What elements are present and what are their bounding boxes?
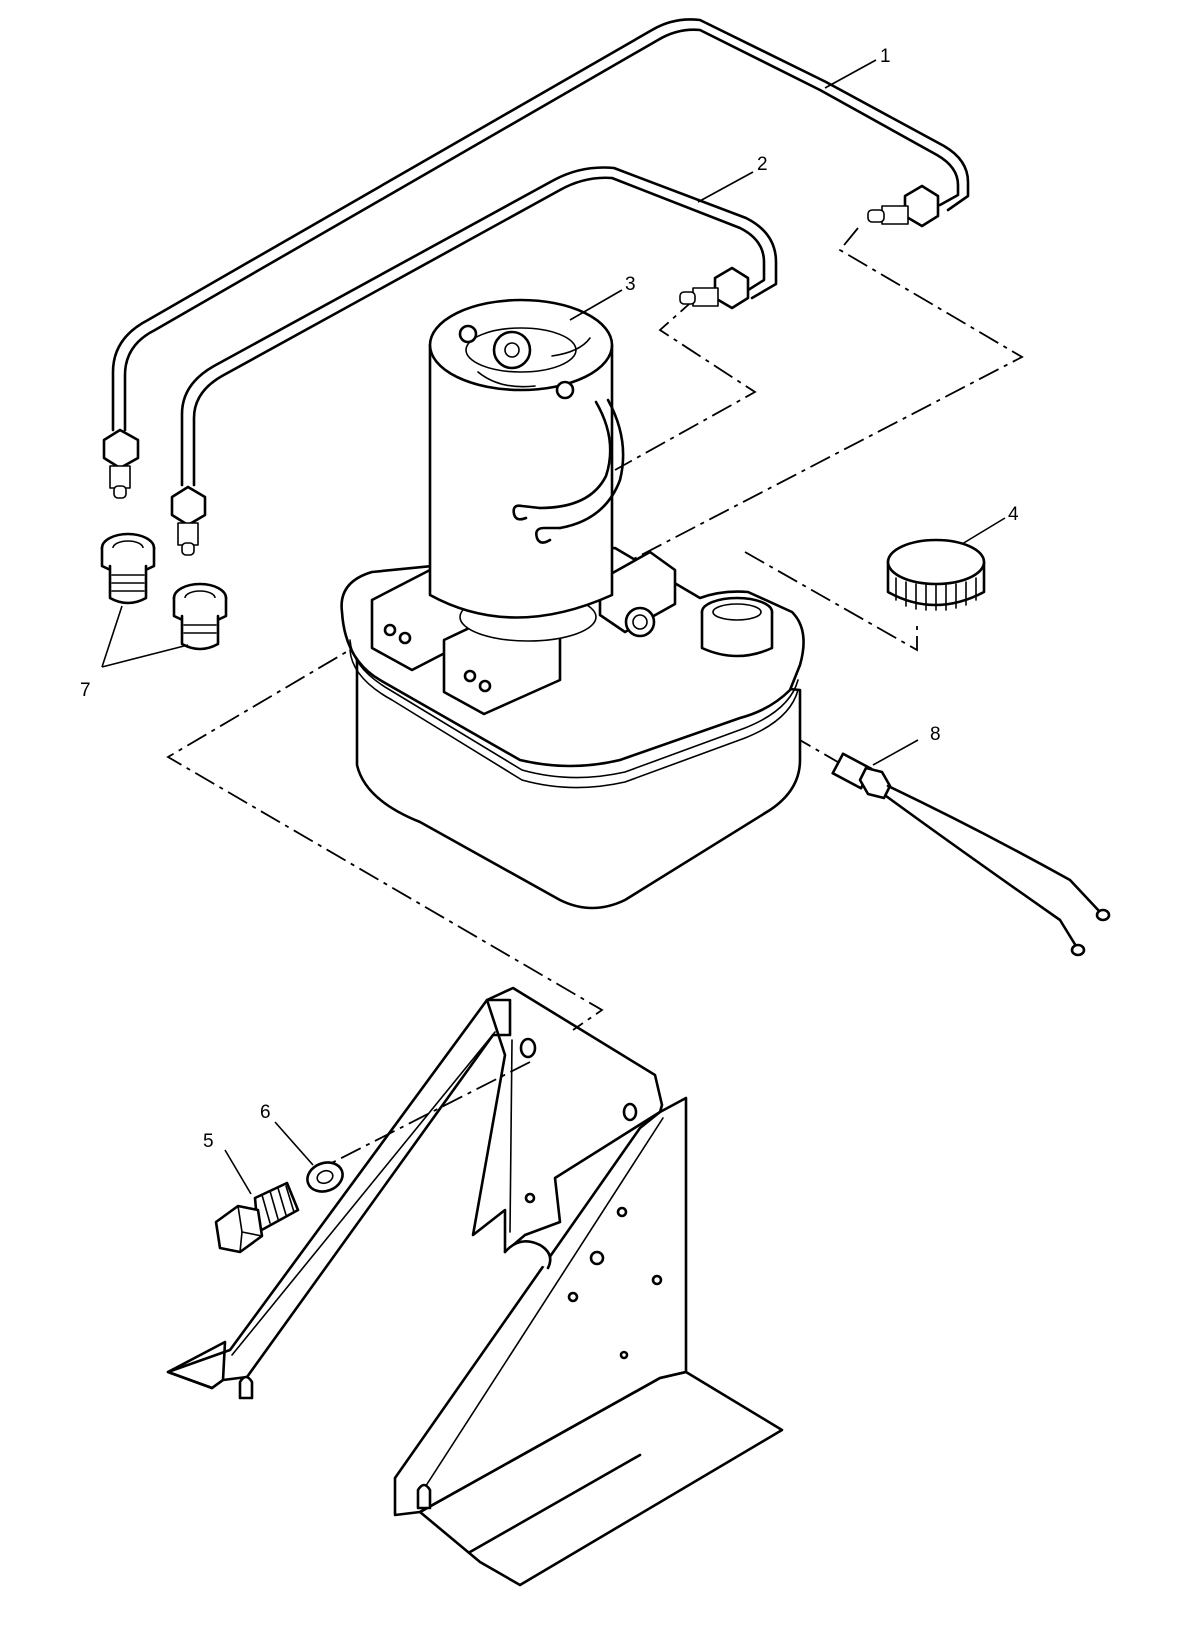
hex-bolt	[214, 1181, 300, 1254]
callout-5: 5	[203, 1131, 214, 1152]
callout-7: 7	[80, 680, 91, 701]
hydraulic-line-short	[170, 166, 778, 556]
callout-2: 2	[757, 154, 768, 175]
callout-6: 6	[260, 1102, 271, 1123]
line-2-lower-fitting	[170, 485, 207, 556]
callout-4: 4	[1008, 504, 1019, 525]
line-1-upper-fitting	[867, 184, 940, 228]
line-2-upper-fitting	[679, 266, 750, 310]
lock-washer	[306, 1161, 344, 1193]
callout-1: 1	[880, 46, 891, 67]
reservoir-cap	[886, 538, 986, 611]
pump-motor	[428, 298, 625, 619]
callout-3: 3	[625, 274, 636, 295]
adapter-fitting-upper	[100, 532, 156, 605]
pressure-switch	[831, 752, 1111, 957]
callout-8: 8	[930, 724, 941, 745]
line-1-lower-fitting	[102, 428, 140, 499]
adapter-fitting-lower	[172, 582, 228, 651]
callout-labels: 1 2 3 4 5 6 7 8	[80, 46, 1019, 1152]
hydraulic-line-long	[102, 18, 970, 499]
callout-leaders	[101, 59, 1006, 1195]
mounting-bracket	[166, 986, 784, 1587]
